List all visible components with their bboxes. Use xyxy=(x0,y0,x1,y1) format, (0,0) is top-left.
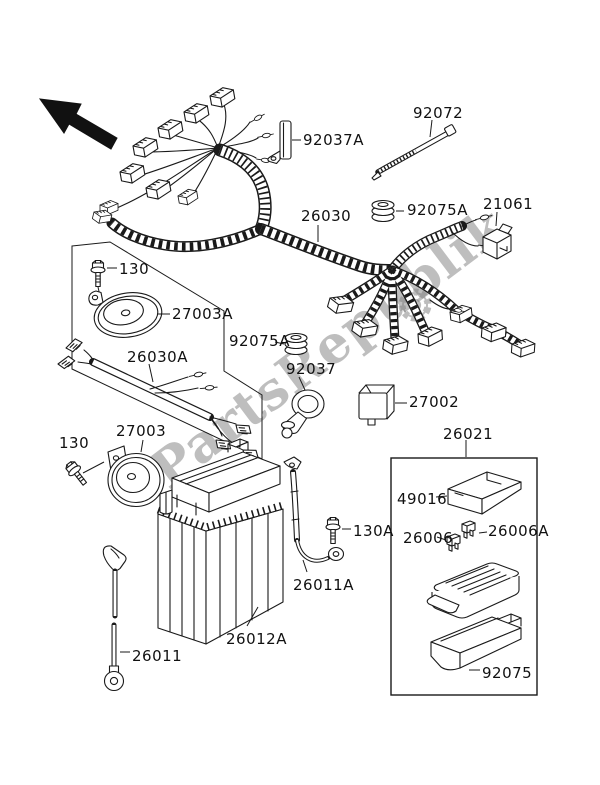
part-27003A-horn xyxy=(88,290,163,338)
part-92037-clamp xyxy=(280,389,325,439)
callout-130A: 130A xyxy=(353,522,394,540)
callout-92072: 92072 xyxy=(413,104,464,122)
callout-92075: 92075 xyxy=(482,664,533,682)
part-26021-fuse-box-group xyxy=(390,457,538,696)
callout-26030: 26030 xyxy=(301,207,352,225)
callout-26011: 26011 xyxy=(132,647,183,665)
callout-26021: 26021 xyxy=(443,425,494,443)
part-92037A-bracket xyxy=(267,120,292,165)
callout-130-top: 130 xyxy=(119,260,150,278)
leader-lines xyxy=(107,119,498,671)
part-26012A-battery xyxy=(156,438,284,645)
part-26011A-battery-lead xyxy=(283,456,345,563)
callout-27003A: 27003A xyxy=(172,305,233,323)
part-92075-rubber-pad xyxy=(430,613,522,671)
part-26006A-fuse xyxy=(461,520,476,539)
part-26021-fuse-box-body xyxy=(426,562,520,619)
callout-26006A: 26006A xyxy=(488,522,549,540)
part-92075A-grommet-top xyxy=(371,199,395,223)
callout-27002: 27002 xyxy=(409,393,460,411)
part-92072-cable-tie xyxy=(371,124,457,181)
part-130-bolt-bottom xyxy=(62,458,91,489)
part-27003-horn xyxy=(82,445,165,508)
group-outline xyxy=(71,241,263,460)
part-26030-main-harness-right xyxy=(325,212,536,359)
callout-92037A: 92037A xyxy=(303,131,364,149)
callout-26011A: 26011A xyxy=(293,576,354,594)
callout-92075A-left: 92075A xyxy=(229,332,290,350)
callout-130-bottom: 130 xyxy=(59,434,90,452)
direction-arrow-icon xyxy=(38,98,118,150)
callout-27003: 27003 xyxy=(116,422,167,440)
callout-92037: 92037 xyxy=(286,360,337,378)
callout-92075A-top: 92075A xyxy=(407,201,468,219)
callout-21061: 21061 xyxy=(483,195,534,213)
callout-26030A: 26030A xyxy=(127,348,188,366)
callout-49016: 49016 xyxy=(397,490,448,508)
part-21061-diode xyxy=(482,223,513,260)
part-130-bolt-top xyxy=(90,259,106,297)
part-26030A-sub-harness xyxy=(56,336,262,463)
part-130A-bolt xyxy=(325,516,341,545)
part-49016-cover xyxy=(447,471,522,515)
part-26030-main-harness xyxy=(91,85,398,276)
part-27002-relay xyxy=(358,384,395,426)
callout-26012A: 26012A xyxy=(226,630,287,648)
callout-26006: 26006 xyxy=(403,529,454,547)
part-26011-battery-lead xyxy=(102,545,127,692)
